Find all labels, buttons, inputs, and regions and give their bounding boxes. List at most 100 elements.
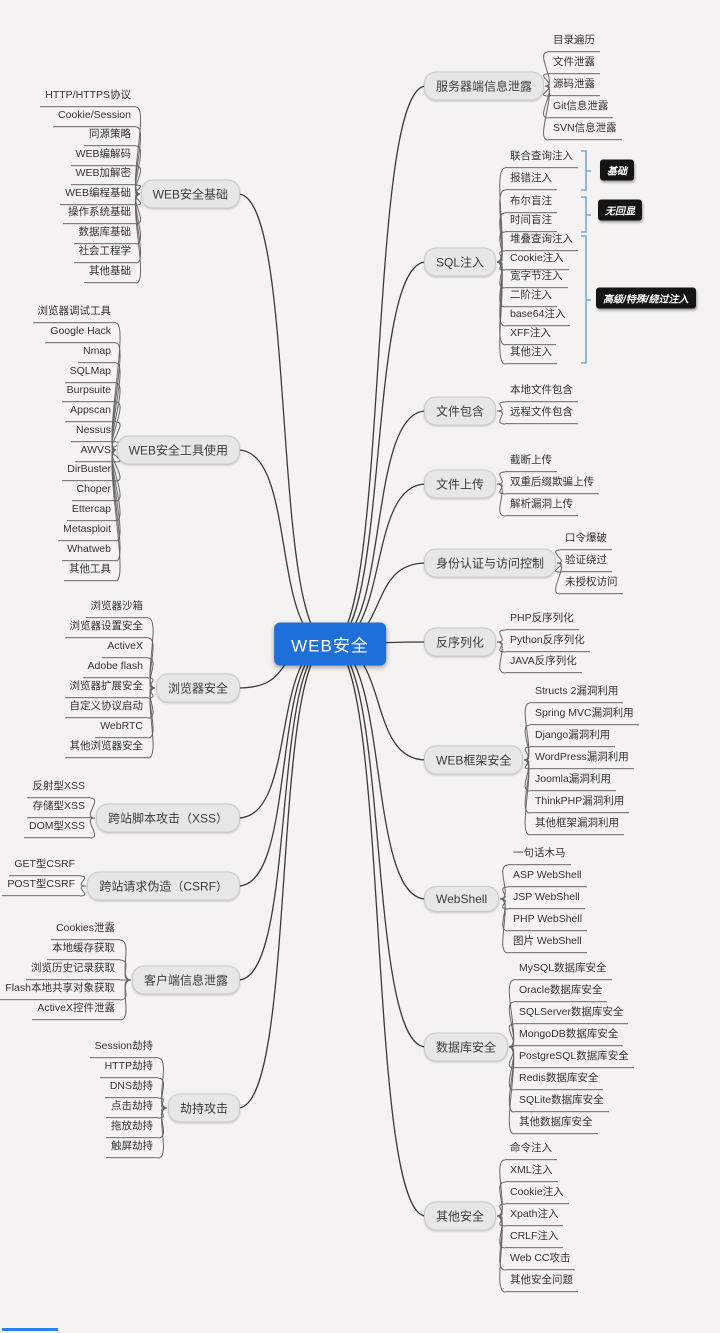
branch-xss[interactable]: 跨站脚本攻击（XSS）: [95, 803, 240, 833]
leaf-server-info-leak-3[interactable]: Git信息泄露: [548, 98, 614, 118]
leaf-web-security-tools-5[interactable]: Appscan: [65, 402, 116, 422]
tag-advanced[interactable]: 高级/特殊/绕过注入: [596, 287, 696, 309]
leaf-web-security-tools-4[interactable]: Burpsuite: [61, 382, 116, 402]
leaf-other-security-4[interactable]: CRLF注入: [505, 1228, 564, 1248]
leaf-web-security-basics-7[interactable]: 数据库基础: [73, 224, 136, 244]
leaf-web-security-basics-8[interactable]: 社会工程学: [73, 243, 136, 263]
branch-web-security-tools[interactable]: WEB安全工具使用: [116, 435, 240, 465]
leaf-browser-security-4[interactable]: 浏览器扩展安全: [64, 678, 148, 698]
branch-deserialization[interactable]: 反序列化: [424, 627, 497, 657]
leaf-database-security-3[interactable]: MongoDB数据库安全: [514, 1026, 624, 1046]
leaf-web-framework-security-3[interactable]: WordPress漏洞利用: [530, 749, 634, 769]
leaf-web-security-tools-2[interactable]: Nmap: [77, 343, 116, 363]
leaf-browser-security-7[interactable]: 其他浏览器安全: [64, 738, 148, 758]
leaf-database-security-2[interactable]: SQLServer数据库安全: [514, 1004, 629, 1024]
leaf-web-security-basics-0[interactable]: HTTP/HTTPS协议: [40, 87, 136, 107]
leaf-database-security-7[interactable]: 其他数据库安全: [514, 1114, 598, 1134]
leaf-sql-injection-4[interactable]: 堆叠查询注入: [505, 231, 578, 251]
leaf-server-info-leak-0[interactable]: 目录遍历: [548, 32, 600, 52]
branch-webshell[interactable]: WebShell: [424, 886, 500, 912]
leaf-browser-security-1[interactable]: 浏览器设置安全: [64, 618, 148, 638]
leaf-other-security-2[interactable]: Cookie注入: [505, 1184, 569, 1204]
leaf-file-inclusion-1[interactable]: 远程文件包含: [505, 404, 578, 424]
leaf-database-security-0[interactable]: MySQL数据库安全: [514, 960, 612, 980]
leaf-other-security-5[interactable]: Web CC攻击: [505, 1250, 576, 1270]
leaf-web-framework-security-4[interactable]: Joomla漏洞利用: [530, 771, 616, 791]
leaf-web-framework-security-0[interactable]: Structs 2漏洞利用: [530, 683, 624, 703]
leaf-auth-access-control-2[interactable]: 未授权访问: [560, 574, 623, 594]
leaf-sql-injection-8[interactable]: base64注入: [505, 306, 571, 326]
leaf-deserialization-2[interactable]: JAVA反序列化: [505, 653, 582, 673]
leaf-csrf-0[interactable]: GET型CSRF: [9, 856, 80, 876]
leaf-auth-access-control-0[interactable]: 口令爆破: [560, 530, 612, 550]
leaf-web-security-tools-12[interactable]: Whatweb: [62, 541, 116, 561]
leaf-web-security-basics-1[interactable]: Cookie/Session: [53, 107, 136, 127]
leaf-file-upload-2[interactable]: 解析漏洞上传: [505, 496, 578, 516]
leaf-deserialization-1[interactable]: Python反序列化: [505, 632, 590, 652]
leaf-client-info-leak-2[interactable]: 浏览历史记录获取: [26, 960, 120, 980]
leaf-web-framework-security-2[interactable]: Django漏洞利用: [530, 727, 616, 747]
leaf-sql-injection-9[interactable]: XFF注入: [505, 325, 556, 345]
leaf-database-security-5[interactable]: Redis数据库安全: [514, 1070, 604, 1090]
leaf-browser-security-6[interactable]: WebRTC: [95, 718, 148, 738]
leaf-web-security-basics-5[interactable]: WEB编程基础: [60, 185, 136, 205]
branch-auth-access-control[interactable]: 身份认证与访问控制: [424, 548, 557, 578]
leaf-hijack-attack-5[interactable]: 触屏劫持: [106, 1138, 158, 1158]
branch-web-framework-security[interactable]: WEB框架安全: [424, 745, 524, 775]
leaf-client-info-leak-3[interactable]: Flash本地共享对象获取: [0, 980, 120, 1000]
leaf-web-security-basics-6[interactable]: 操作系统基础: [63, 204, 136, 224]
leaf-browser-security-0[interactable]: 浏览器沙箱: [85, 598, 148, 618]
leaf-other-security-1[interactable]: XML注入: [505, 1162, 558, 1182]
root-topic[interactable]: WEB安全: [274, 622, 386, 666]
leaf-sql-injection-10[interactable]: 其他注入: [505, 344, 557, 364]
branch-database-security[interactable]: 数据库安全: [424, 1032, 509, 1062]
leaf-server-info-leak-2[interactable]: 源码泄露: [548, 76, 600, 96]
leaf-xss-0[interactable]: 反射型XSS: [27, 778, 90, 798]
leaf-file-upload-0[interactable]: 截断上传: [505, 452, 557, 472]
leaf-csrf-1[interactable]: POST型CSRF: [2, 876, 80, 896]
leaf-web-security-tools-9[interactable]: Choper: [71, 481, 116, 501]
branch-csrf[interactable]: 跨站请求伪造（CSRF）: [87, 871, 240, 901]
leaf-xss-1[interactable]: 存储型XSS: [27, 798, 90, 818]
branch-sql-injection[interactable]: SQL注入: [424, 247, 497, 277]
leaf-sql-injection-3[interactable]: 时间盲注: [505, 212, 557, 232]
leaf-file-inclusion-0[interactable]: 本地文件包含: [505, 382, 578, 402]
branch-hijack-attack[interactable]: 劫持攻击: [167, 1093, 240, 1123]
leaf-web-security-tools-6[interactable]: Nessus: [70, 422, 116, 442]
leaf-client-info-leak-4[interactable]: ActiveX控件泄露: [32, 1000, 120, 1020]
leaf-web-security-basics-9[interactable]: 其他基础: [84, 263, 136, 283]
leaf-database-security-4[interactable]: PostgreSQL数据库安全: [514, 1048, 634, 1068]
leaf-sql-injection-1[interactable]: 报错注入: [505, 170, 557, 190]
leaf-browser-security-3[interactable]: Adobe flash: [82, 658, 148, 678]
leaf-deserialization-0[interactable]: PHP反序列化: [505, 610, 579, 630]
leaf-sql-injection-5[interactable]: Cookie注入: [505, 250, 569, 270]
leaf-hijack-attack-4[interactable]: 拖放劫持: [106, 1118, 158, 1138]
leaf-other-security-3[interactable]: Xpath注入: [505, 1206, 564, 1226]
tag-basic[interactable]: 基础: [600, 159, 634, 181]
leaf-file-upload-1[interactable]: 双重后缀欺骗上传: [505, 474, 599, 494]
leaf-hijack-attack-2[interactable]: DNS劫持: [104, 1078, 158, 1098]
leaf-client-info-leak-1[interactable]: 本地缓存获取: [47, 940, 120, 960]
branch-file-inclusion[interactable]: 文件包含: [424, 396, 497, 426]
branch-browser-security[interactable]: 浏览器安全: [155, 673, 240, 703]
leaf-web-security-tools-0[interactable]: 浏览器调试工具: [32, 303, 116, 323]
leaf-web-security-tools-10[interactable]: Ettercap: [66, 501, 116, 521]
leaf-web-security-tools-11[interactable]: Metasploit: [58, 521, 116, 541]
leaf-browser-security-5[interactable]: 自定义协议启动: [64, 698, 148, 718]
leaf-hijack-attack-1[interactable]: HTTP劫持: [99, 1058, 158, 1078]
branch-server-info-leak[interactable]: 服务器端信息泄露: [424, 71, 545, 101]
leaf-webshell-3[interactable]: PHP WebShell: [508, 911, 588, 931]
leaf-xss-2[interactable]: DOM型XSS: [23, 818, 90, 838]
leaf-server-info-leak-1[interactable]: 文件泄露: [548, 54, 600, 74]
leaf-auth-access-control-1[interactable]: 验证绕过: [560, 552, 612, 572]
branch-file-upload[interactable]: 文件上传: [424, 469, 497, 499]
leaf-web-security-tools-1[interactable]: Google Hack: [45, 323, 116, 343]
leaf-web-security-tools-13[interactable]: 其他工具: [64, 561, 116, 581]
leaf-client-info-leak-0[interactable]: Cookies泄露: [51, 920, 120, 940]
leaf-webshell-2[interactable]: JSP WebShell: [508, 889, 585, 909]
leaf-hijack-attack-3[interactable]: 点击劫持: [106, 1098, 158, 1118]
leaf-other-security-0[interactable]: 命令注入: [505, 1140, 557, 1160]
leaf-web-security-tools-3[interactable]: SQLMap: [64, 363, 116, 383]
leaf-web-security-basics-2[interactable]: 同源策略: [84, 126, 136, 146]
